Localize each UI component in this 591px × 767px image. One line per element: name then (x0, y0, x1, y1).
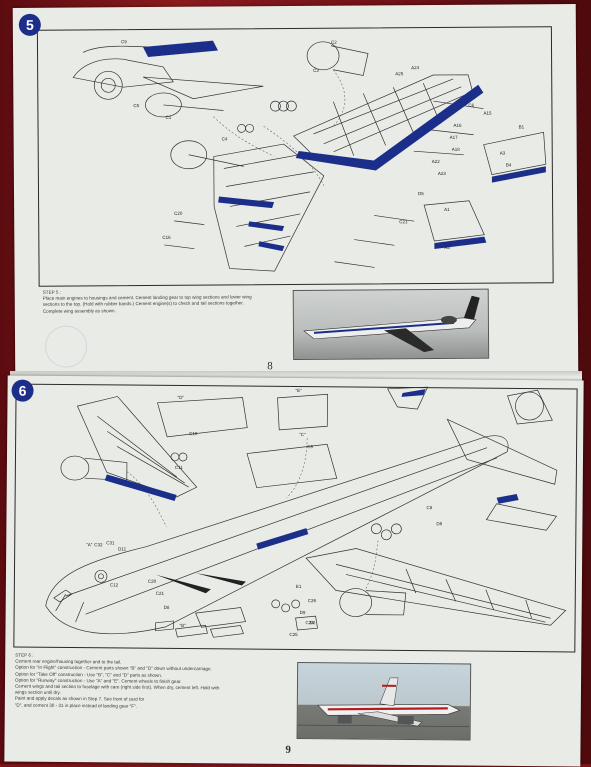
part-callout: B1 (519, 124, 525, 129)
part-callout: "A" (86, 542, 93, 547)
part-callout: D2 (310, 620, 316, 625)
page-number-9: 9 (285, 743, 291, 756)
part-callout: A1 (444, 207, 450, 212)
part-callout: B4 (506, 162, 512, 167)
part-callout: C25 (289, 632, 298, 637)
part-callout: C9 (307, 444, 313, 449)
part-callout: E1 (296, 584, 302, 589)
part-callout: "B" (179, 623, 186, 628)
part-callout: A5 (444, 245, 450, 250)
faint-show-through-mark (44, 325, 88, 368)
photo-aircraft-side-view (292, 288, 490, 361)
part-callout: C1 (165, 115, 171, 120)
part-callout: C21 (399, 219, 408, 224)
instruction-page-top: 5 (12, 4, 579, 378)
instruction-page-bottom: 6 (4, 375, 584, 767)
part-callout: A25 (395, 71, 404, 76)
part-callout: C9 (121, 39, 127, 44)
part-callout: C21 (156, 591, 165, 596)
part-callout: A3 (500, 151, 506, 156)
part-callout: C24 (306, 620, 315, 625)
part-callout: C3 (313, 68, 319, 73)
part-callout: A24 (411, 65, 420, 70)
part-callout: C4 (222, 136, 228, 141)
part-callout: D6 (436, 521, 442, 526)
part-callout: C26 (308, 598, 317, 603)
part-callout: C12 (110, 582, 119, 587)
part-callout: D5 (418, 191, 424, 196)
part-callout: C2 (331, 40, 337, 45)
part-callout: C20 (148, 579, 157, 584)
part-callout: C5 (133, 103, 139, 108)
part-callout: D9 (300, 610, 306, 615)
part-callout: C11 (175, 465, 183, 470)
part-callout: A17 (450, 135, 459, 140)
part-callout: "E" (296, 388, 303, 393)
part-callout: A23 (438, 171, 447, 176)
part-callout: D11 (118, 546, 126, 551)
part-callout: "D" (177, 395, 184, 400)
part-callout: C16 (162, 235, 171, 240)
photo-aircraft-on-runway (296, 662, 472, 741)
part-callout: C20 (174, 211, 183, 216)
part-callout: C32 (94, 542, 103, 547)
part-callout: A16 (454, 123, 463, 128)
part-callout: C10 (189, 431, 198, 436)
part-callout: C31 (106, 540, 115, 545)
part-callout: "C" (299, 432, 306, 437)
step-5-instructions: STEP 5 : Place main engines to housings … (42, 289, 252, 314)
part-callout: A15 (483, 111, 492, 116)
part-callout: A18 (452, 147, 461, 152)
step-6-instructions: STEP 6 : Cement rear engine/housing toge… (14, 652, 220, 709)
part-callout: A22 (432, 159, 441, 164)
part-callout: D8 (164, 605, 170, 610)
part-callout: C8 (427, 505, 433, 510)
part-callout: C6 (468, 103, 474, 108)
